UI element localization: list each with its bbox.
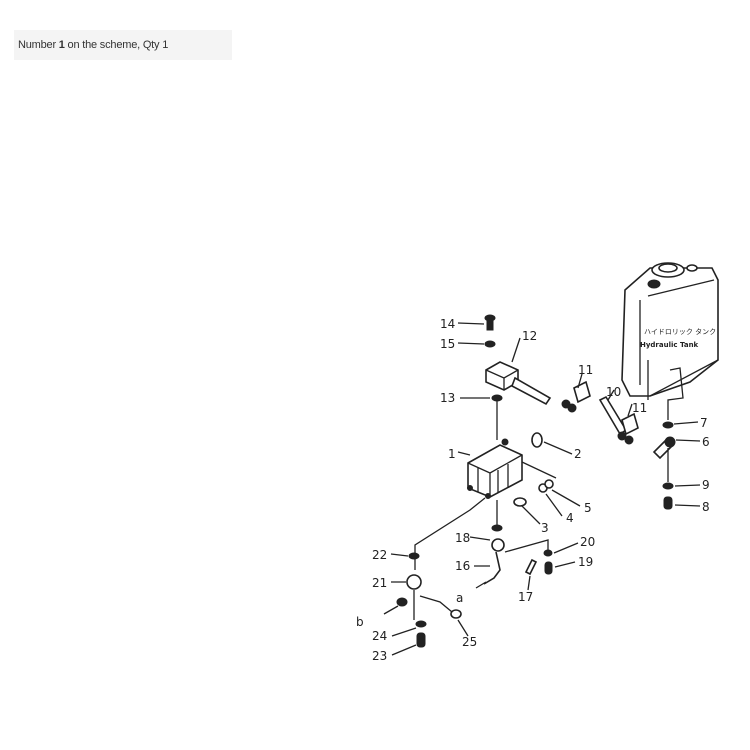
callout-24: 24 xyxy=(372,629,387,643)
callout-labels: 1 2 3 4 5 6 7 8 9 10 11 11 12 13 14 15 1… xyxy=(356,317,710,663)
tank-label-en: Hydraulic Tank xyxy=(640,341,699,349)
callout-a: a xyxy=(456,591,463,605)
caption-prefix: Number xyxy=(18,39,59,51)
valve-body-1 xyxy=(467,438,523,499)
callout-25: 25 xyxy=(462,635,477,649)
callout-15: 15 xyxy=(440,337,455,351)
callout-7: 7 xyxy=(700,416,708,430)
caption-suffix: on the scheme, Qty 1 xyxy=(64,39,169,51)
callout-22: 22 xyxy=(372,548,387,562)
block-12 xyxy=(485,361,552,406)
callout-23: 23 xyxy=(372,649,387,663)
callout-17: 17 xyxy=(518,590,533,604)
tank-label-jp: ハイドロリック タンク xyxy=(644,327,716,336)
callout-2: 2 xyxy=(574,447,582,461)
callout-5: 5 xyxy=(584,501,592,515)
caption-part-number: 1 xyxy=(58,39,65,51)
callout-14: 14 xyxy=(440,317,455,331)
callout-13: 13 xyxy=(440,391,455,405)
callout-8: 8 xyxy=(702,500,710,514)
part-caption: Number 1 on the scheme, Qty 1 xyxy=(14,30,232,60)
callout-16: 16 xyxy=(455,559,470,573)
callout-18: 18 xyxy=(455,531,470,545)
callout-11a: 11 xyxy=(578,363,593,377)
callout-21: 21 xyxy=(372,576,387,590)
callout-b: b xyxy=(356,615,364,629)
callout-11b: 11 xyxy=(632,401,647,415)
callout-12: 12 xyxy=(522,329,537,343)
callout-6: 6 xyxy=(702,435,710,449)
callout-9: 9 xyxy=(702,478,710,492)
callout-20: 20 xyxy=(580,535,595,549)
hydraulic-tank: ハイドロリック タンク Hydraulic Tank xyxy=(621,262,719,420)
callout-4: 4 xyxy=(566,511,574,525)
callout-1: 1 xyxy=(448,447,456,461)
callout-3: 3 xyxy=(541,521,549,535)
callout-10: 10 xyxy=(606,385,621,399)
callout-19: 19 xyxy=(578,555,593,569)
